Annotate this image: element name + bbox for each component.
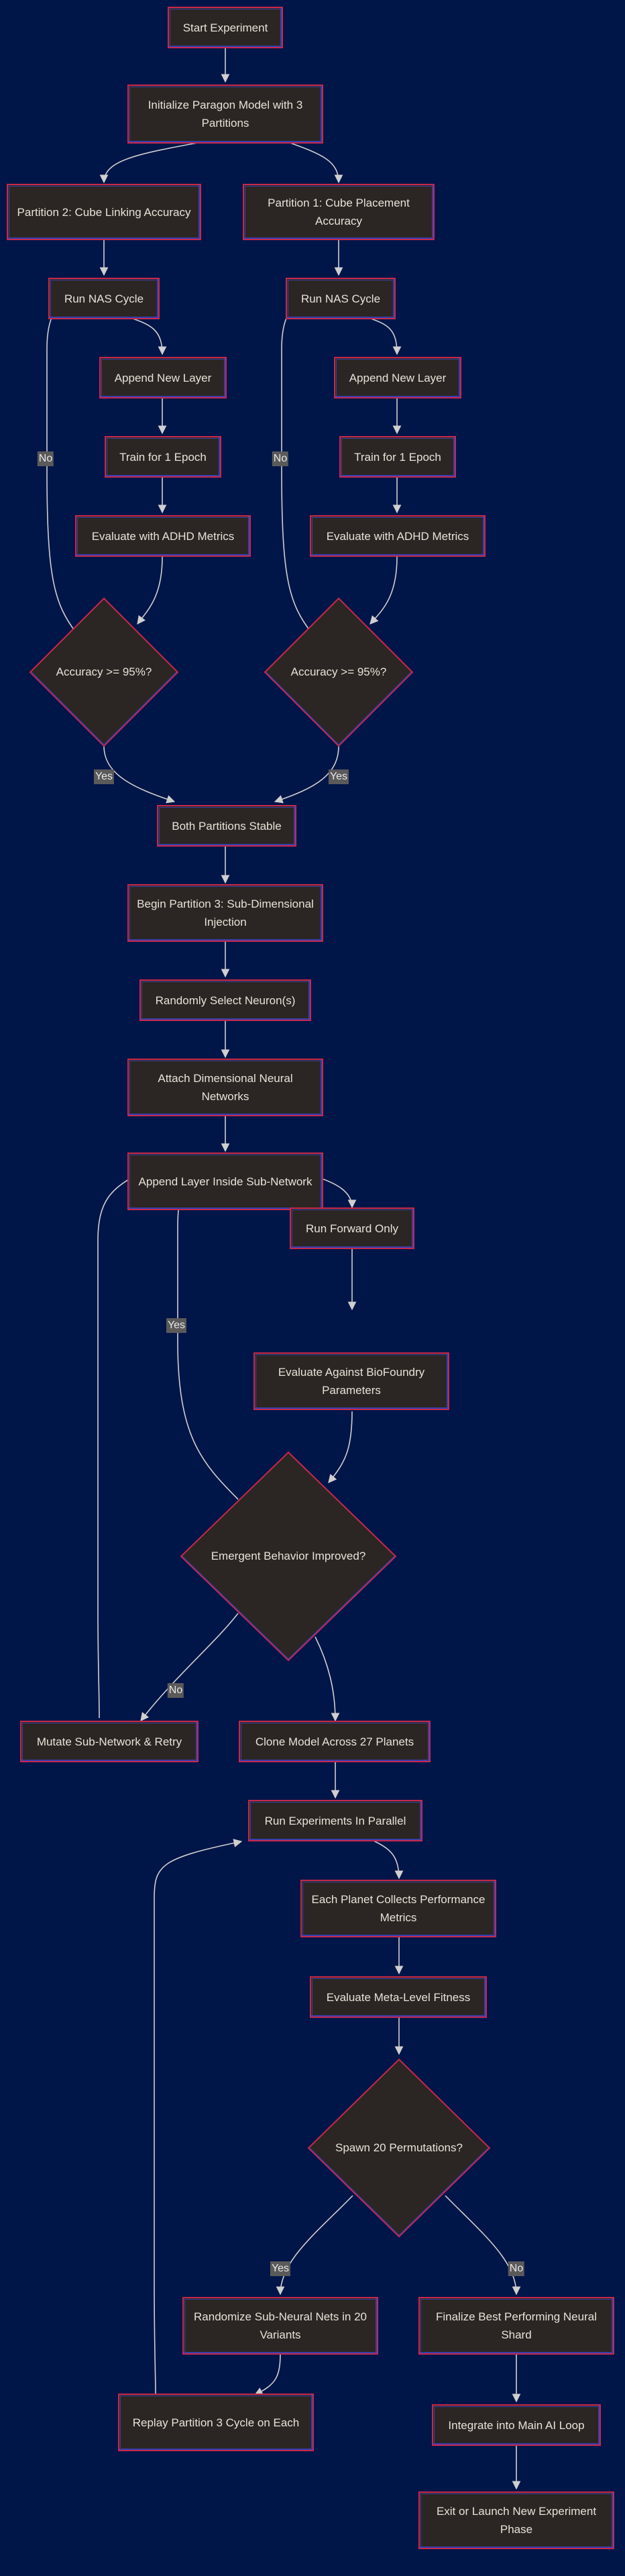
acc-right-diamond: [264, 597, 414, 747]
init-node: Initialize Paragon Model with 3 Partitio…: [127, 85, 323, 144]
partition1-node: Partition 1: Cube Placement Accuracy: [243, 184, 435, 240]
emergent-diamond: [180, 1451, 397, 1662]
edge-spawn-randomize: [276, 2195, 353, 2296]
edge-init-p2: [99, 142, 202, 184]
train-epoch-right-node: Train for 1 Epoch: [339, 436, 456, 478]
yes-label-spawn: Yes: [270, 2261, 291, 2276]
edge-emergent-append-yes: [177, 1172, 239, 1500]
exit-node: Exit or Launch New Experiment Phase: [418, 2491, 614, 2549]
run-forward-node: Run Forward Only: [290, 1208, 414, 1249]
partition3-node: Begin Partition 3: Sub-Dimensional Injec…: [127, 884, 323, 942]
evaluate-adhd-left-node: Evaluate with ADHD Metrics: [75, 515, 251, 557]
edge-replay-parallel: [154, 1839, 243, 2396]
mutate-node: Mutate Sub-Network & Retry: [20, 1721, 198, 1762]
append-layer-right-node: Append New Layer: [334, 357, 461, 398]
start-node: Start Experiment: [168, 7, 283, 48]
edge-emergent-mutate: [140, 1613, 239, 1722]
edge-nas-append-r: [368, 317, 402, 356]
acc-left-diamond: [29, 597, 179, 747]
yes-label-left: Yes: [93, 769, 115, 784]
collect-metrics-node: Each Planet Collects Performance Metrics: [300, 1880, 496, 1937]
nas-cycle-right-node: Run NAS Cycle: [286, 278, 396, 319]
edge-nas-append-l: [130, 317, 167, 356]
edge-eval-acc-r: [370, 556, 398, 625]
finalize-node: Finalize Best Performing Neural Shard: [418, 2297, 614, 2355]
run-parallel-node: Run Experiments In Parallel: [248, 1800, 422, 1841]
edge-eval-acc-l: [137, 556, 163, 625]
edge-spawn-finalize: [445, 2195, 521, 2296]
accuracy-right-decision: Accuracy >= 95%?: [290, 665, 387, 678]
edge-acc-stable-l: [103, 745, 176, 804]
edge-acc-stable-r: [274, 745, 339, 804]
integrate-node: Integrate into Main AI Loop: [432, 2404, 601, 2446]
no-label-right: No: [272, 451, 289, 466]
randomize-node: Randomize Sub-Neural Nets in 20 Variants: [182, 2297, 378, 2355]
spawn-decision: Spawn 20 Permutations?: [335, 2141, 463, 2154]
append-sub-network-node: Append Layer Inside Sub-Network: [127, 1152, 323, 1210]
no-label-spawn: No: [508, 2261, 525, 2276]
edge-bio-emergent: [328, 1411, 353, 1483]
append-layer-left-node: Append New Layer: [99, 357, 227, 398]
no-label-left: No: [37, 451, 54, 466]
accuracy-left-decision: Accuracy >= 95%?: [56, 665, 152, 678]
replay-node: Replay Partition 3 Cycle on Each: [118, 2394, 314, 2451]
no-label-emergent: No: [167, 1683, 184, 1698]
evaluate-adhd-right-node: Evaluate with ADHD Metrics: [310, 515, 486, 557]
attach-networks-node: Attach Dimensional Neural Networks: [127, 1059, 323, 1116]
biofoundry-node: Evaluate Against BioFoundry Parameters: [253, 1352, 449, 1410]
meta-fitness-node: Evaluate Meta-Level Fitness: [310, 1976, 487, 2018]
yes-label-emergent: Yes: [166, 1318, 187, 1333]
spawn-diamond: [307, 2058, 491, 2238]
train-epoch-left-node: Train for 1 Epoch: [105, 436, 221, 478]
nas-cycle-left-node: Run NAS Cycle: [48, 278, 160, 319]
edge-emergent-clone: [315, 1636, 340, 1722]
edge-init-p1: [288, 142, 343, 184]
edge-randomize-replay: [253, 2353, 281, 2396]
edge-parallel-collect: [372, 1839, 404, 1880]
partition2-node: Partition 2: Cube Linking Accuracy: [7, 184, 201, 240]
both-stable-node: Both Partitions Stable: [157, 805, 296, 847]
emergent-decision: Emergent Behavior Improved?: [211, 1550, 366, 1562]
edge-mutate-append: [97, 1171, 146, 1719]
yes-label-right: Yes: [328, 769, 349, 784]
clone-planets-node: Clone Model Across 27 Planets: [239, 1721, 431, 1762]
select-neurons-node: Randomly Select Neuron(s): [139, 979, 311, 1021]
